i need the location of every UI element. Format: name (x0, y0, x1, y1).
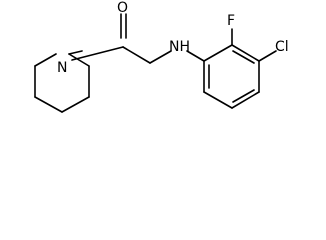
amine-nh-label: NH (169, 39, 190, 55)
benzene-bond (231, 44, 260, 62)
ring-nitrogen-label: N (57, 60, 67, 76)
n-carbonyl-bond (68, 50, 83, 55)
benzene-bond (231, 91, 260, 109)
benzene-bond (203, 91, 233, 109)
n-to-carbonyl-bond (71, 46, 124, 61)
piperidine-bond (34, 96, 63, 113)
c-cl-bond (258, 50, 277, 62)
oxygen-atom-label: O (117, 0, 128, 16)
amide-linker (68, 13, 205, 64)
nh-to-ring-bond (186, 50, 205, 62)
benzene-inner-double-bond (232, 50, 255, 64)
chlorine-atom-label: Cl (275, 39, 289, 55)
benzene-inner-double-bond (232, 89, 255, 103)
fluorine-atom-label: F (227, 13, 235, 29)
molecule-structure-drawing: O NH N F Cl (34, 0, 289, 113)
benzene-bond (203, 44, 233, 62)
carbonyl-to-ch2-bond (122, 46, 151, 64)
piperidine-bond (61, 96, 90, 113)
benzene-ring (203, 44, 260, 109)
ch2-to-nh-bond (149, 50, 172, 64)
piperidine-ring (34, 53, 90, 113)
piperidine-bond (34, 53, 57, 67)
piperidine-bond (68, 53, 90, 67)
